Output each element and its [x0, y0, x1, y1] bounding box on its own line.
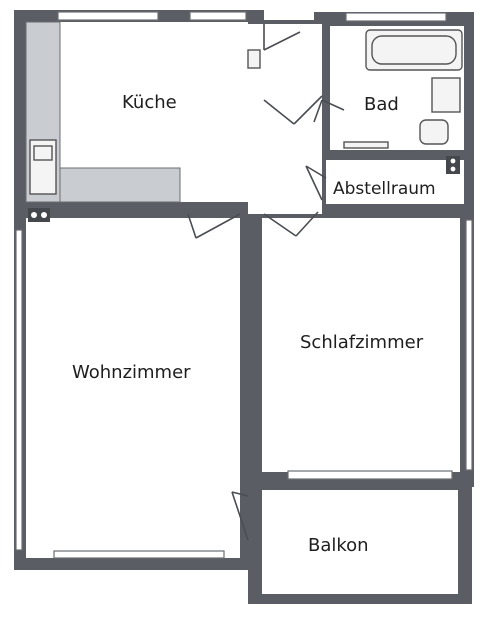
stove-icon: [28, 208, 50, 222]
bedroom-window: [287, 470, 453, 480]
bath-window: [345, 12, 447, 22]
living-window: [53, 550, 225, 559]
bath-radiator-icon: [343, 141, 389, 149]
label-abstellraum: Abstellraum: [333, 179, 436, 199]
label-wohnzimmer: Wohnzimmer: [72, 362, 191, 383]
door-bedroom-icon: [263, 211, 319, 237]
label-bad: Bad: [364, 94, 399, 115]
label-schlafzimmer: Schlafzimmer: [300, 332, 424, 353]
kitchen-window-2: [189, 11, 247, 21]
toilet-icon: [419, 119, 449, 145]
washbasin-icon: [431, 77, 461, 113]
room-labels: Küche Bad Abstellraum Wohnzimmer Schlafz…: [72, 92, 436, 556]
kitchen-window: [57, 11, 159, 21]
shaft-icon: [247, 49, 261, 69]
windows: [15, 11, 473, 559]
bedroom-side-window: [465, 219, 473, 471]
living-side-window: [15, 229, 23, 551]
label-kueche: Küche: [122, 92, 177, 113]
door-hall-top-icon: [263, 24, 301, 51]
door-kitchen-icon: [263, 95, 323, 125]
door-living-icon: [187, 213, 241, 239]
bedroom-floor: [262, 218, 460, 472]
label-balkon: Balkon: [308, 535, 369, 556]
bathroom-fixtures: [343, 29, 463, 174]
sink-basin-icon: [33, 145, 53, 161]
kitchen-fixtures: [25, 21, 261, 222]
door-storage-icon: [305, 165, 327, 201]
floors: [26, 22, 464, 594]
living-room-floor: [26, 218, 240, 558]
door-balcony-icon: [231, 491, 249, 541]
vent-icon: [446, 156, 460, 174]
balcony-floor: [262, 490, 458, 594]
storage-floor: [326, 160, 464, 204]
door-bath-icon: [313, 99, 345, 123]
bathtub-inner-icon: [371, 35, 457, 65]
kitchen-counter-bottom: [59, 167, 181, 203]
doors: [187, 24, 345, 541]
